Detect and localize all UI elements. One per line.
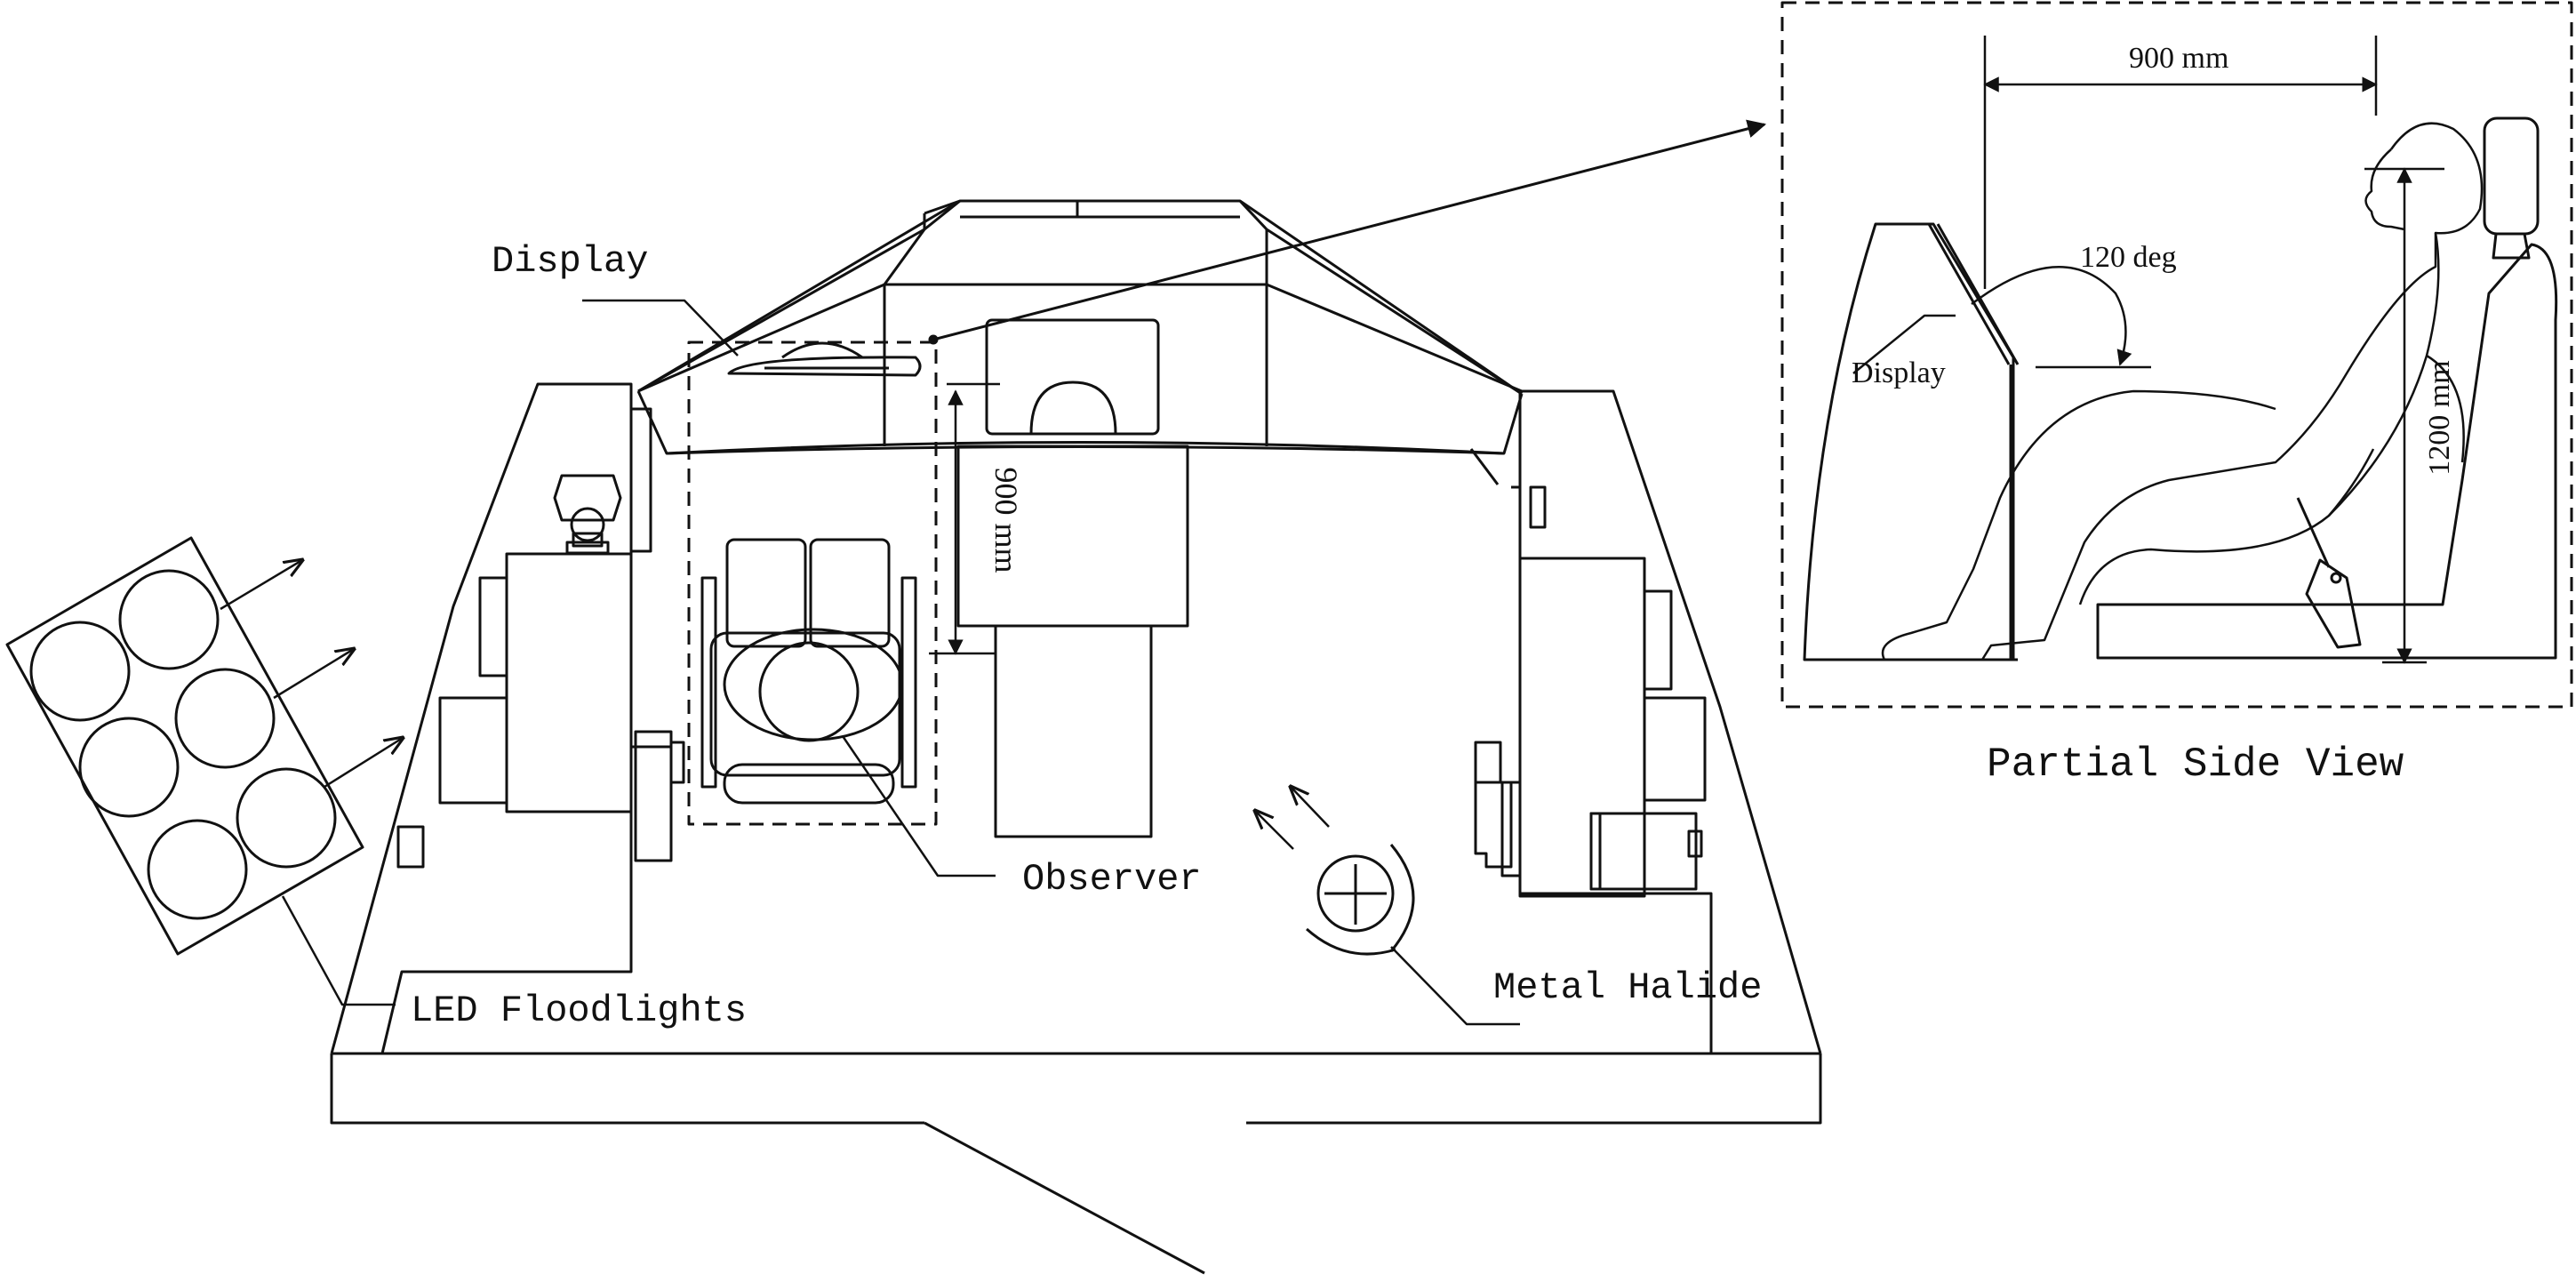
led-light-rays [220,560,403,789]
side-view-seat [2096,116,2558,660]
cockpit-base [330,1052,1822,1275]
dimension-900-vertical-label: 900 mm [988,467,1024,573]
inset-dimension-1200-label: 1200 mm [2423,360,2456,475]
inset-pointer-arrow [928,119,1767,345]
observer-highlight-box [687,341,938,826]
inset-dimension-900 [1983,36,2378,289]
left-side-console [330,382,685,1054]
inset-display-label: Display [1852,357,1946,389]
observer-seat [700,538,917,805]
inset-angle-120 [1971,266,2151,369]
camera-icon [553,474,622,555]
metal-halide-label: Metal Halide [1493,966,1762,1009]
display-leader [582,299,739,357]
glareshield-box [985,318,1160,436]
display-label: Display [492,240,648,283]
inset-frame [1780,1,2573,709]
dimension-900-vertical [929,382,1000,655]
display-device [727,341,922,377]
inset-title: Partial Side View [1987,741,2404,788]
right-side-console [1474,389,1822,1054]
observer-label: Observer [1022,858,1202,901]
inset-dimension-900-label: 900 mm [2129,42,2228,75]
inset-dimension-1200 [2364,167,2444,664]
inset-angle-label: 120 deg [2080,241,2177,274]
led-floodlights-label: LED Floodlights [411,990,747,1032]
metal-halide-leader [1390,946,1520,1026]
observer-leader [841,735,996,877]
led-leader [281,895,396,1006]
led-floodlight-panel [5,536,364,956]
metal-halide-lamp [1306,844,1415,956]
metal-halide-rays [1255,787,1330,850]
side-view-person [1881,122,2484,661]
